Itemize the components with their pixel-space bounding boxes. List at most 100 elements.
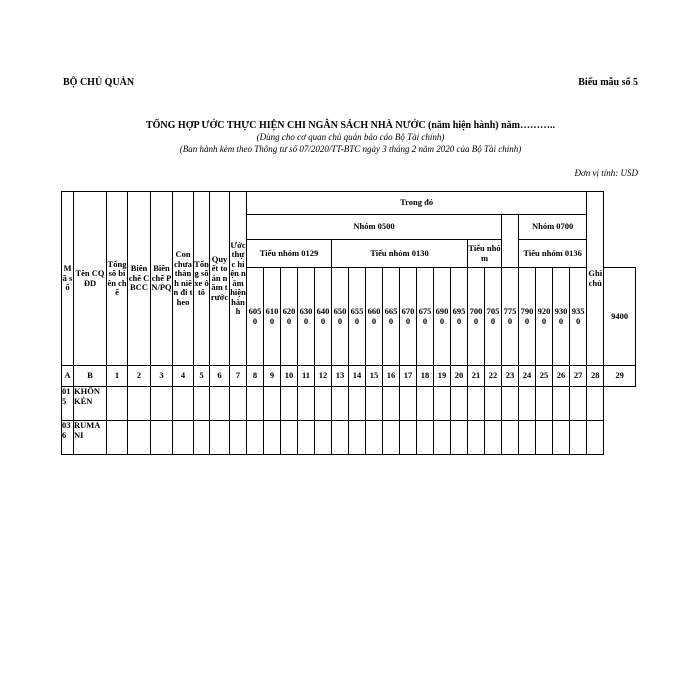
code-header-cell: 6750 — [416, 267, 434, 366]
group-header-nhom-0500: Nhóm 0500 — [246, 214, 502, 240]
table-cell[interactable] — [501, 420, 519, 455]
table-cell[interactable] — [172, 420, 194, 455]
col-header-ten-cqdd: Tên CQĐD — [73, 191, 107, 366]
code-header-cell: 6200 — [280, 267, 298, 366]
table-cell[interactable] — [535, 386, 553, 421]
code-header-cell: 9350 — [568, 267, 588, 366]
column-index-cell: 18 — [416, 365, 434, 387]
col-header-tong-so-bien-che: Tổng số biên chế — [106, 191, 128, 366]
code-header-cell: 6550 — [348, 267, 366, 366]
subgroup-header-0130: Tiểu nhóm 0130 — [331, 239, 468, 268]
code-header-cell: 6650 — [382, 267, 400, 366]
col-header-bien-che-pnpq: Biên chế PN/PQ — [150, 191, 173, 366]
table-cell[interactable] — [484, 386, 502, 421]
column-index-cell: 10 — [280, 365, 298, 387]
table-cell[interactable] — [127, 420, 151, 455]
table-cell[interactable] — [568, 420, 588, 455]
table-cell[interactable] — [209, 386, 230, 421]
table-cell[interactable] — [193, 386, 210, 421]
column-index-cell: 23 — [501, 365, 519, 387]
table-cell[interactable] — [229, 386, 247, 421]
table-cell[interactable] — [172, 386, 194, 421]
code-header-cell: 6700 — [399, 267, 417, 366]
column-index-cell: A — [61, 365, 74, 387]
column-index-cell: 3 — [150, 365, 173, 387]
col-header-quyet-toan: Quyết toán năm trước — [209, 191, 230, 366]
table-cell[interactable] — [552, 420, 570, 455]
col-header-con-chua-thanh-nien: Con chưa thành niên đi theo — [172, 191, 194, 366]
table-cell[interactable] — [348, 386, 366, 421]
column-index-cell: 19 — [433, 365, 451, 387]
column-index-cell: 29 — [603, 365, 636, 387]
table-cell[interactable] — [552, 386, 570, 421]
table-cell[interactable] — [433, 386, 451, 421]
table-cell[interactable] — [382, 420, 400, 455]
budget-table: Mã số Tên CQĐD Tổng số biên chế Biên chế… — [61, 191, 636, 455]
table-cell[interactable] — [263, 386, 281, 421]
column-index-cell: 11 — [297, 365, 315, 387]
table-cell[interactable] — [518, 420, 536, 455]
table-cell[interactable] — [467, 420, 485, 455]
table-cell[interactable] — [229, 420, 247, 455]
unit-label: Đơn vị tính: USD — [574, 168, 638, 178]
column-index-cell: 26 — [552, 365, 570, 387]
table-cell[interactable] — [450, 386, 468, 421]
table-cell[interactable] — [106, 420, 128, 455]
table-cell[interactable] — [106, 386, 128, 421]
code-header-cell: 6400 — [314, 267, 332, 366]
column-index-cell: 1 — [106, 365, 128, 387]
table-cell[interactable] — [297, 386, 315, 421]
table-cell[interactable] — [314, 386, 332, 421]
column-index-cell: 2 — [127, 365, 151, 387]
code-header-cell: 7750 — [501, 267, 519, 366]
table-cell[interactable] — [127, 386, 151, 421]
table-row: 015 KHÔN KÈN — [61, 386, 636, 421]
column-index-cell: 4 — [172, 365, 194, 387]
table-cell[interactable] — [297, 420, 315, 455]
table-cell[interactable] — [150, 420, 173, 455]
table-cell[interactable] — [314, 420, 332, 455]
column-index-cell: 12 — [314, 365, 332, 387]
table-cell[interactable] — [586, 420, 605, 455]
table-cell[interactable] — [331, 420, 349, 455]
code-header-cell: 9400 — [603, 267, 636, 366]
table-cell[interactable] — [280, 386, 298, 421]
table-cell[interactable] — [280, 420, 298, 455]
table-cell[interactable] — [484, 420, 502, 455]
table-cell[interactable] — [263, 420, 281, 455]
table-cell[interactable] — [365, 420, 383, 455]
table-cell[interactable] — [450, 420, 468, 455]
table-cell[interactable] — [193, 420, 210, 455]
table-cell[interactable] — [348, 420, 366, 455]
table-cell[interactable] — [246, 420, 264, 455]
table-cell[interactable] — [433, 420, 451, 455]
code-header-cell: 6950 — [450, 267, 468, 366]
table-cell[interactable] — [416, 386, 434, 421]
column-index-cell: 16 — [382, 365, 400, 387]
col-header-ghi-chu: Ghi chú — [586, 191, 605, 366]
row-ma-so: 015 — [61, 386, 74, 421]
agency-label: BỘ CHỦ QUẢN — [63, 77, 135, 88]
table-cell[interactable] — [535, 420, 553, 455]
table-cell[interactable] — [568, 386, 588, 421]
table-cell[interactable] — [586, 386, 605, 421]
table-cell[interactable] — [246, 386, 264, 421]
table-cell[interactable] — [365, 386, 383, 421]
table-cell[interactable] — [150, 386, 173, 421]
table-cell[interactable] — [331, 386, 349, 421]
table-cell[interactable] — [399, 386, 417, 421]
table-cell[interactable] — [209, 420, 230, 455]
table-cell[interactable] — [501, 386, 519, 421]
column-index-cell: 14 — [348, 365, 366, 387]
col-header-bien-che-cbcc: Biên chế CBCC — [127, 191, 151, 366]
table-cell[interactable] — [518, 386, 536, 421]
table-cell[interactable] — [416, 420, 434, 455]
blank-header-cell — [501, 214, 519, 268]
table-cell[interactable] — [382, 386, 400, 421]
column-index-cell: 17 — [399, 365, 417, 387]
table-cell[interactable] — [399, 420, 417, 455]
row-ma-so: 036 — [61, 420, 74, 455]
table-cell[interactable] — [467, 386, 485, 421]
